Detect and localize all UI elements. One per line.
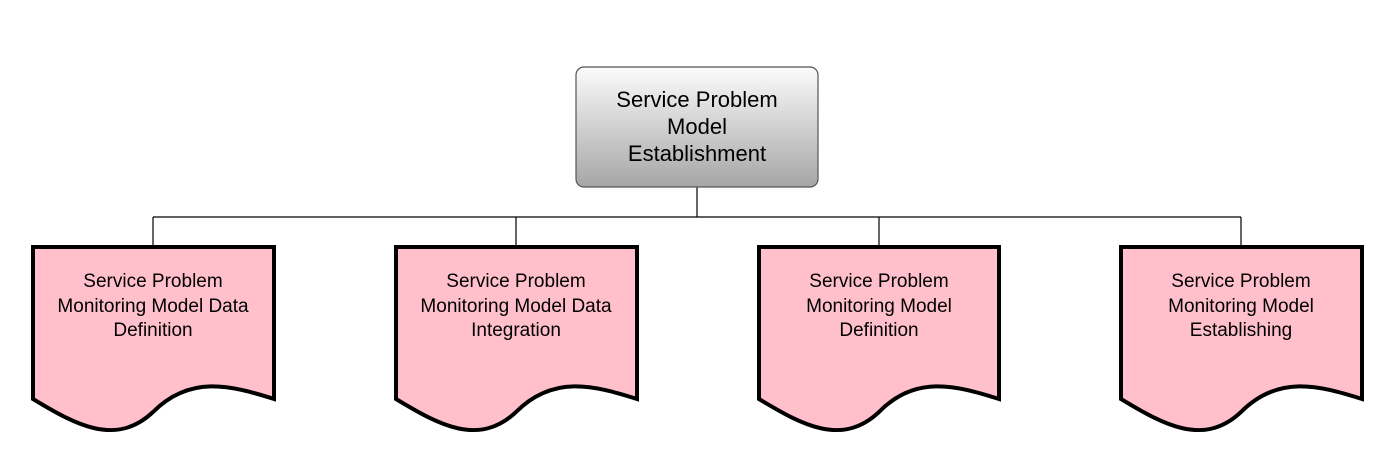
child-node-1 — [31, 245, 276, 433]
connector-lines — [152, 187, 1242, 245]
child-nodes — [31, 245, 1364, 433]
child-node-2 — [394, 245, 639, 433]
child-node-4 — [1119, 245, 1364, 433]
child-node-3 — [757, 245, 1001, 433]
root-node — [575, 66, 819, 188]
